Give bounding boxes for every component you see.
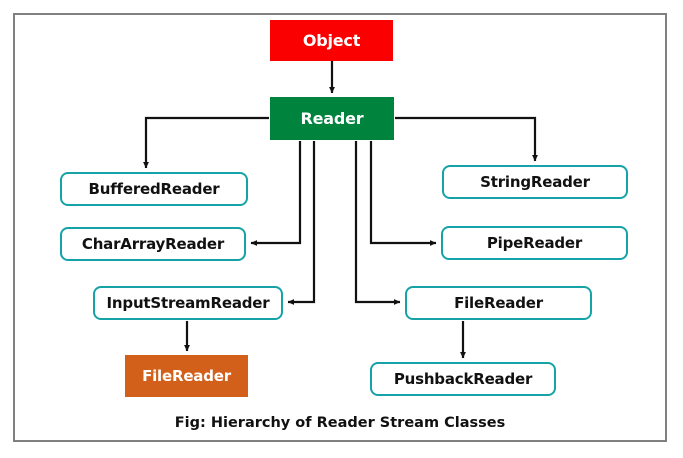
node-pushbackreader[interactable]: PushbackReader	[370, 362, 556, 396]
node-chararrayreader[interactable]: CharArrayReader	[60, 227, 246, 261]
node-chararrayreader-label: CharArrayReader	[81, 235, 225, 253]
node-filereader-label: FileReader	[454, 294, 543, 312]
node-inputstreamreader-label: InputStreamReader	[106, 294, 270, 312]
node-inputstreamreader[interactable]: InputStreamReader	[93, 286, 283, 320]
node-object-label: Object	[302, 31, 361, 50]
figure-caption: Fig: Hierarchy of Reader Stream Classes	[174, 415, 506, 431]
node-stringreader-label: StringReader	[480, 173, 590, 191]
node-reader-label: Reader	[300, 109, 364, 128]
node-pipereader[interactable]: PipeReader	[441, 226, 628, 260]
node-filereader-highlight-label: FileReader	[142, 367, 231, 385]
node-stringreader[interactable]: StringReader	[442, 165, 628, 199]
node-pushbackreader-label: PushbackReader	[393, 370, 533, 388]
node-reader[interactable]: Reader	[270, 97, 394, 140]
node-pipereader-label: PipeReader	[486, 234, 583, 252]
node-filereader[interactable]: FileReader	[405, 286, 592, 320]
node-bufferedreader[interactable]: BufferedReader	[60, 172, 248, 206]
node-object[interactable]: Object	[270, 20, 393, 61]
node-filereader-highlight[interactable]: FileReader	[125, 355, 248, 397]
node-bufferedreader-label: BufferedReader	[88, 180, 220, 198]
